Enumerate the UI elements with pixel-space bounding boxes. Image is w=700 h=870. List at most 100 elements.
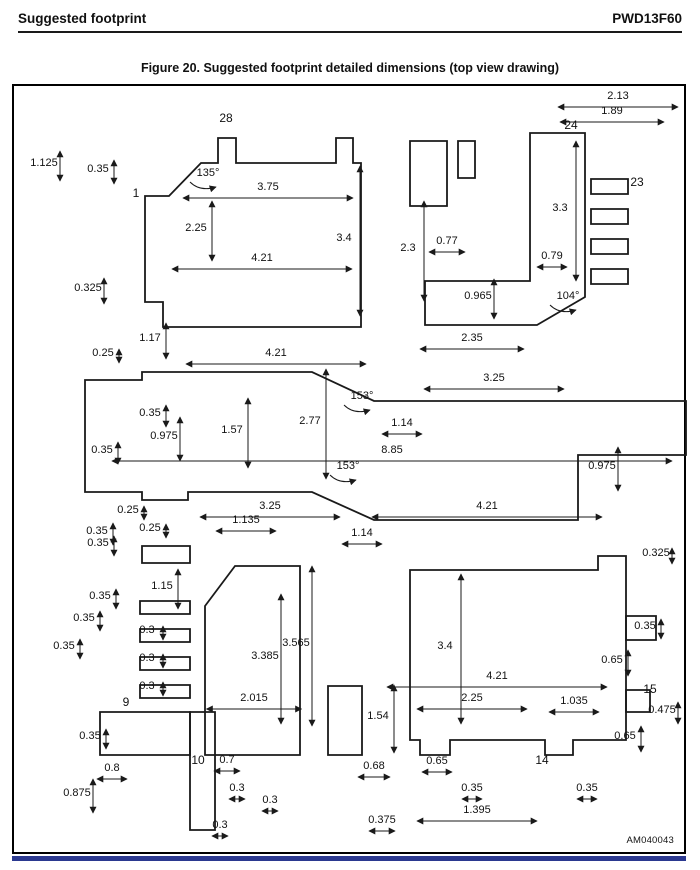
dimension-label: 0.375 <box>368 814 396 826</box>
dimension-label: 3.75 <box>257 181 278 193</box>
dimension-label: 0.35 <box>53 640 74 652</box>
pin-number-label: 9 <box>123 695 130 709</box>
dimension-label: 0.325 <box>74 282 102 294</box>
dimension-label: 0.975 <box>588 460 616 472</box>
pad-outline-comb-1 <box>139 600 191 615</box>
dimension-label: 1.17 <box>139 332 160 344</box>
dimension-label: 0.875 <box>63 787 91 799</box>
angle-arc <box>329 474 357 486</box>
pin-number-label: 23 <box>630 175 644 189</box>
dimension-label: 2.25 <box>461 692 482 704</box>
pad-outline-pin-row-2 <box>590 208 629 225</box>
pin-number-label: 15 <box>643 682 657 696</box>
dimension-label: 0.475 <box>648 704 676 716</box>
dimension-label: 2.015 <box>240 692 268 704</box>
pin-number-label: 14 <box>535 753 549 767</box>
header-divider <box>18 31 682 33</box>
dimension-label: 3.4 <box>437 640 452 652</box>
dimension-label: 0.35 <box>89 590 110 602</box>
footer-accent-bar <box>12 856 686 861</box>
dimension-label: 0.8 <box>104 762 119 774</box>
dimension-label: 0.35 <box>79 730 100 742</box>
dimension-label: 0.35 <box>87 537 108 549</box>
pad-outline-center-small <box>327 685 363 756</box>
dimension-label: 0.79 <box>541 250 562 262</box>
dimension-label: 3.4 <box>336 232 351 244</box>
angle-label: 135° <box>197 167 220 179</box>
dimension-label: 1.125 <box>30 157 58 169</box>
dimension-label: 1.57 <box>221 424 242 436</box>
dimension-label: 0.35 <box>91 444 112 456</box>
dimension-label: 3.565 <box>282 637 310 649</box>
pin-number-label: 24 <box>564 118 578 132</box>
dimension-label: 3.385 <box>251 650 279 662</box>
pad-outlines <box>84 132 687 831</box>
drawing-code: AM040043 <box>626 835 674 846</box>
dimension-label: 4.21 <box>486 670 507 682</box>
dimension-label: 1.15 <box>151 580 172 592</box>
pad-outline-top-right-main <box>424 132 586 326</box>
pad-outline-bottom-right <box>409 555 627 756</box>
dimension-label: 2.13 <box>607 90 628 102</box>
dimension-label: 8.85 <box>381 444 402 456</box>
dimension-label: 1.54 <box>367 710 388 722</box>
pad-outline-pin9 <box>99 711 191 756</box>
dimension-label: 2.35 <box>461 332 482 344</box>
angle-label: 104° <box>557 290 580 302</box>
dimension-label: 0.65 <box>426 755 447 767</box>
dimension-label: 0.325 <box>642 547 670 559</box>
dimension-label: 1.035 <box>560 695 588 707</box>
pad-outline-bottom-right-step2 <box>625 689 651 713</box>
pad-outline-comb-0 <box>141 545 191 564</box>
dimension-label: 0.65 <box>601 654 622 666</box>
dimension-label: 0.68 <box>363 760 384 772</box>
angle-label: 153° <box>351 390 374 402</box>
dimension-label: 0.25 <box>139 522 160 534</box>
page-title: Suggested footprint <box>18 11 147 26</box>
dimension-label: 0.35 <box>576 782 597 794</box>
dimension-label: 0.3 <box>139 652 154 664</box>
dimension-label: 1.14 <box>351 527 372 539</box>
pad-outline-top-left <box>144 137 362 328</box>
pad-outline-comb-3 <box>139 656 191 671</box>
dimension-label: 4.21 <box>251 252 272 264</box>
angle-arc <box>343 404 371 416</box>
pad-outline-pin-row-4 <box>590 268 629 285</box>
dimension-label: 0.77 <box>436 235 457 247</box>
dimension-label: 1.135 <box>232 514 260 526</box>
dimension-label: 3.25 <box>259 500 280 512</box>
dimension-label: 4.21 <box>476 500 497 512</box>
dimension-label: 1.89 <box>601 105 622 117</box>
dimension-label: 0.35 <box>461 782 482 794</box>
dimension-label: 0.35 <box>73 612 94 624</box>
dimension-label: 2.77 <box>299 415 320 427</box>
dimension-label: 3.3 <box>552 202 567 214</box>
angle-arc <box>549 304 577 316</box>
pad-outline-top-right-tab <box>457 140 476 179</box>
dimension-label: 2.3 <box>400 242 415 254</box>
figure-caption: Figure 20. Suggested footprint detailed … <box>140 61 560 75</box>
dimension-label: 0.3 <box>212 819 227 831</box>
dimension-label: 0.35 <box>139 407 160 419</box>
pad-outline-comb-2 <box>139 628 191 643</box>
dimension-label: 2.25 <box>185 222 206 234</box>
dimension-label: 0.65 <box>614 730 635 742</box>
pad-outline-bottom-right-step1 <box>625 615 657 641</box>
pin-number-label: 28 <box>219 111 233 125</box>
angle-arc <box>189 181 217 193</box>
dimension-label: 0.3 <box>139 624 154 636</box>
pad-outline-center <box>204 565 301 756</box>
pad-outline-comb-4 <box>139 684 191 699</box>
dimension-label: 1.395 <box>463 804 491 816</box>
dimension-label: 0.7 <box>219 754 234 766</box>
angle-label: 153° <box>337 460 360 472</box>
pin-number-label: 1 <box>133 186 140 200</box>
dimension-label: 0.975 <box>150 430 178 442</box>
dimension-label: 0.35 <box>634 620 655 632</box>
dimension-label: 0.25 <box>117 504 138 516</box>
pad-outline-pin-row-3 <box>590 238 629 255</box>
dimension-label: 0.3 <box>229 782 244 794</box>
dimension-layer: 28 1.125 0.35 135° 1 3.75 2.25 3.4 4.21 0.325 1.17… <box>30 90 682 840</box>
part-number: PWD13F60 <box>612 11 682 26</box>
